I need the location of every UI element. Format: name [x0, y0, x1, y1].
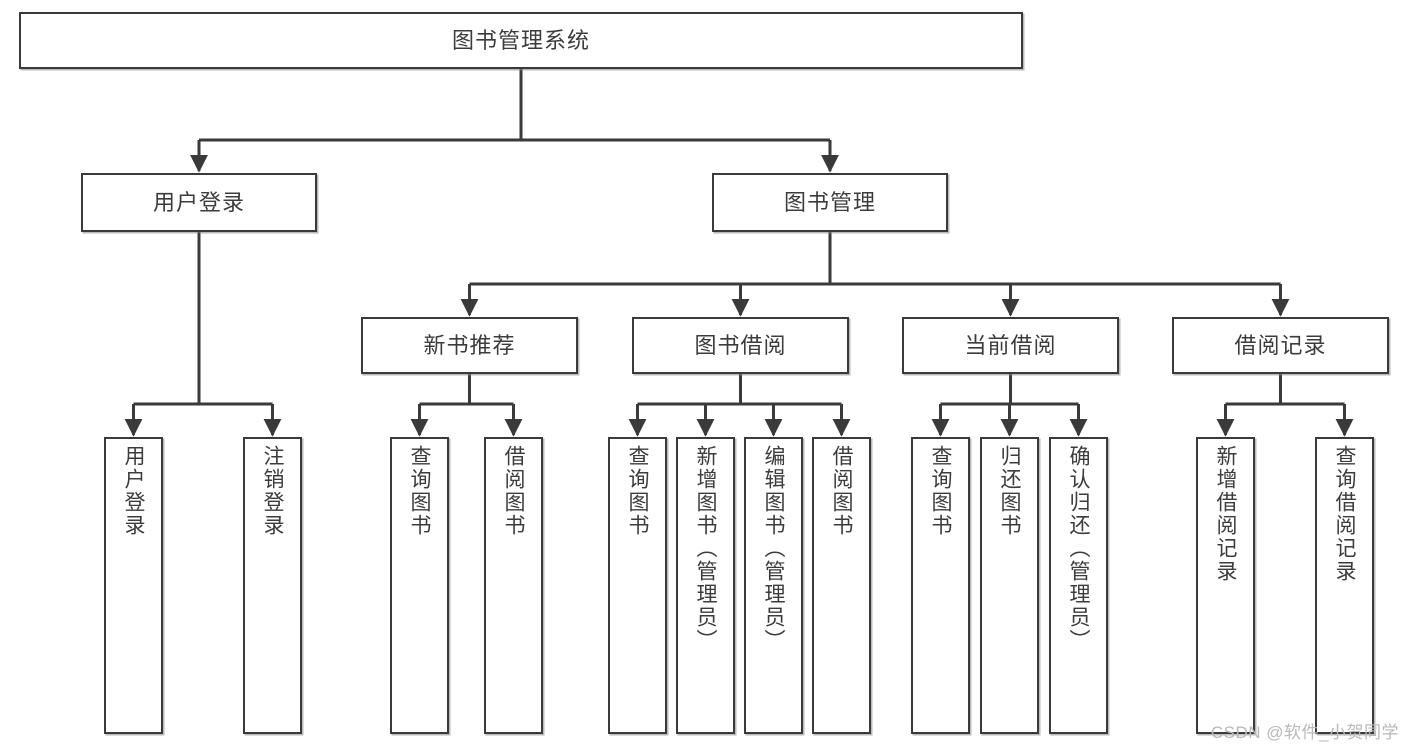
node-label: 注销登录 [261, 445, 284, 537]
node-label: 图书借阅 [694, 332, 787, 358]
node-label: 新书推荐 [423, 332, 516, 358]
node-leaf-return-book[interactable]: 归还图书 [980, 437, 1039, 734]
watermark: CSDN @软件_小贺同学 [1210, 723, 1399, 742]
node-new-book-rec[interactable]: 新书推荐 [361, 317, 578, 374]
node-root[interactable]: 图书管理系统 [19, 12, 1023, 69]
node-label: 图书管理系统 [451, 27, 590, 53]
node-label: 查询图书 [929, 445, 952, 537]
node-leaf-query-record[interactable]: 查询借阅记录 [1315, 437, 1374, 734]
node-label: 查询图书 [408, 445, 431, 537]
node-label: 查询图书 [626, 445, 649, 537]
node-label: 当前借阅 [964, 332, 1057, 358]
node-label: 新增借阅记录 [1214, 445, 1237, 583]
node-current-borrow[interactable]: 当前借阅 [902, 317, 1119, 374]
node-label: 用户登录 [122, 445, 145, 537]
node-label: 图书管理 [783, 189, 876, 215]
node-leaf-query-book-1[interactable]: 查询图书 [390, 437, 449, 734]
node-leaf-add-book[interactable]: 新增图书（管理员） [676, 437, 735, 734]
node-borrow-record[interactable]: 借阅记录 [1172, 317, 1389, 374]
node-leaf-confirm-return[interactable]: 确认归还（管理员） [1049, 437, 1108, 734]
node-leaf-query-book-2[interactable]: 查询图书 [608, 437, 667, 734]
node-user-login[interactable]: 用户登录 [81, 173, 317, 232]
edge-group [124, 69, 1354, 437]
node-leaf-user-login[interactable]: 用户登录 [104, 437, 163, 734]
node-leaf-borrow-book-2[interactable]: 借阅图书 [812, 437, 871, 734]
node-book-borrow[interactable]: 图书借阅 [632, 317, 849, 374]
node-leaf-add-record[interactable]: 新增借阅记录 [1196, 437, 1255, 734]
node-label: 编辑图书（管理员） [762, 445, 785, 652]
node-label: 新增图书（管理员） [694, 445, 717, 652]
node-label: 归还图书 [998, 445, 1021, 537]
node-book-manage[interactable]: 图书管理 [712, 173, 948, 232]
node-label: 借阅记录 [1234, 332, 1327, 358]
node-leaf-borrow-book-1[interactable]: 借阅图书 [484, 437, 543, 734]
node-leaf-logout-login[interactable]: 注销登录 [243, 437, 302, 734]
node-leaf-query-book-3[interactable]: 查询图书 [911, 437, 970, 734]
node-label: 查询借阅记录 [1333, 445, 1356, 583]
node-leaf-edit-book[interactable]: 编辑图书（管理员） [744, 437, 803, 734]
node-label: 借阅图书 [502, 445, 525, 537]
node-label: 借阅图书 [830, 445, 853, 537]
node-label: 用户登录 [152, 189, 245, 215]
node-label: 确认归还（管理员） [1067, 445, 1090, 652]
